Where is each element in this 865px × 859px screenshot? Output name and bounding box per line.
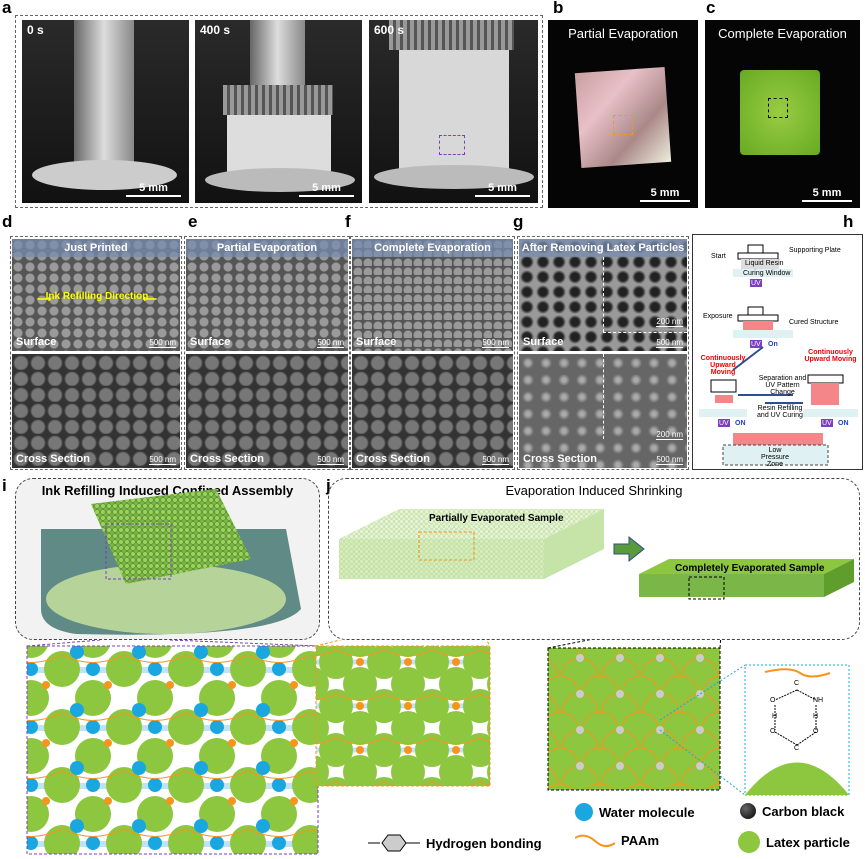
atom-nh: NH (813, 697, 824, 704)
carbon-black-icon (740, 803, 756, 819)
legend-hbond: Hydrogen bonding (368, 833, 542, 853)
panel-label-a: a (2, 0, 12, 17)
atom-o2: O (813, 728, 819, 735)
panel-j-frame: Evaporation Induced Shrinking Partially … (328, 478, 860, 640)
legend-water: Water molecule (575, 803, 695, 821)
sem-removed-surface: After Removing Latex Particles 200 nm Su… (519, 239, 687, 351)
panel-label-i: i (2, 476, 7, 495)
panel-label-e: e (188, 212, 198, 231)
sem-removed-cross: 200 nm Cross Section 500 nm (519, 354, 687, 468)
atom-o3: O (770, 728, 776, 735)
sem-complete-cross: Cross Section 500 nm (352, 354, 513, 468)
panel-label-g: g (513, 212, 524, 231)
hexagon-icon (368, 834, 420, 852)
scale-bar: 5 mm (126, 182, 181, 197)
panel-a-frame (15, 15, 543, 208)
ink-refilling-annotation: ⟶Ink Refilling Direction⟵ (37, 291, 157, 305)
sem-just-printed-cross: Cross Section 500 nm (12, 354, 180, 468)
sem-just-printed-surface: Just Printed ⟶Ink Refilling Direction⟵ S… (12, 239, 180, 351)
partial-sample-label: Partially Evaporated Sample (429, 513, 564, 524)
panel-label-c: c (706, 0, 716, 17)
atom-c2: C (794, 745, 800, 752)
atom-h2: H (813, 713, 819, 720)
photo-partial-evaporation: Partial Evaporation 5 mm (548, 20, 698, 208)
photo-400s: 400 s 5 mm (195, 20, 362, 203)
panel-label-b: b (553, 0, 564, 17)
scale-bar: 5 mm (299, 182, 354, 197)
photo-600s: 600 s 5 mm (369, 20, 538, 203)
panel-i-frame: Ink Refilling Induced Confined Assembly (15, 478, 320, 640)
panel-i-title: Ink Refilling Induced Confined Assembly (41, 483, 294, 498)
scale-bar: 5 mm (640, 187, 690, 202)
panel-label-j: j (326, 476, 331, 495)
panel-label-h: h (843, 212, 854, 231)
panel-label-d: d (2, 212, 13, 231)
scale-bar: 5 mm (802, 187, 852, 202)
photo-complete-evaporation: Complete Evaporation 5 mm (705, 20, 860, 208)
photo-0s: 0 s 5 mm (22, 20, 189, 203)
complete-sample-label: Completely Evaporated Sample (675, 563, 825, 574)
panel-j-title: Evaporation Induced Shrinking (505, 483, 683, 498)
microstructure-schematics (26, 640, 850, 855)
legend-carbon: Carbon black (740, 803, 844, 819)
paam-chain-icon (575, 834, 615, 847)
panel-h-printing-schematic: Start Supporting Plate Liquid Resin Curi… (692, 234, 863, 470)
atom-h1: H (772, 713, 778, 720)
sem-partial-cross: Cross Section 500 nm (186, 354, 348, 468)
latex-particle-icon (738, 831, 760, 853)
atom-c1: C (794, 680, 800, 687)
legend-paam: PAAm (575, 833, 659, 848)
panel-label-f: f (345, 212, 351, 231)
water-molecule-icon (575, 803, 593, 821)
legend-latex: Latex particle (738, 831, 850, 853)
sem-partial-surface: Partial Evaporation Surface 500 nm (186, 239, 348, 351)
atom-o1: O (770, 697, 776, 704)
sem-complete-surface: Complete Evaporation Surface 500 nm (352, 239, 513, 351)
scale-bar: 5 mm (475, 182, 530, 197)
